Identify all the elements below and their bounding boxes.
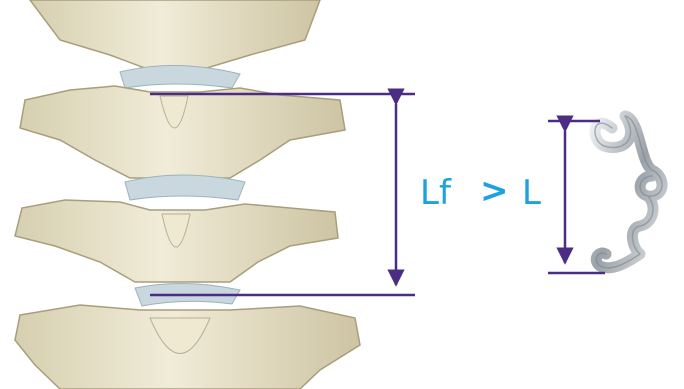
- disc-upper: [120, 65, 240, 88]
- lumbar-spine-illustration: [15, 0, 360, 389]
- disc-middle: [125, 175, 245, 200]
- greater-than-symbol: >: [480, 174, 509, 208]
- interspinous-implant-illustration: [595, 116, 662, 268]
- vertebra-top: [30, 0, 320, 70]
- l-label: L: [522, 176, 541, 210]
- lf-label: Lf: [420, 176, 451, 210]
